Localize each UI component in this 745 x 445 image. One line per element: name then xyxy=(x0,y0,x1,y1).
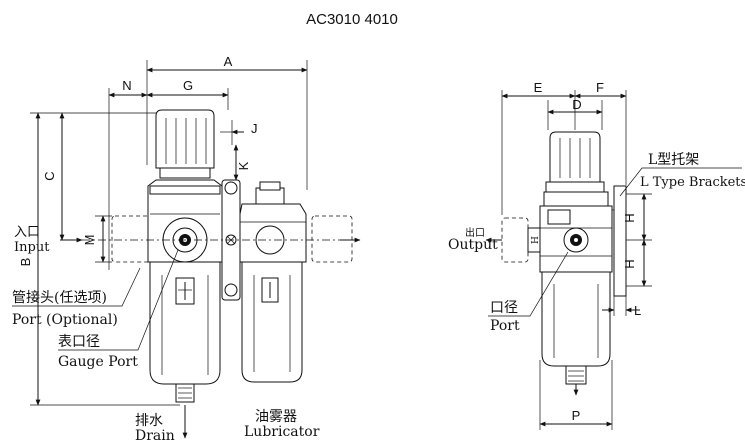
dimension-label-l: L xyxy=(634,303,641,318)
dimension-j: J xyxy=(220,120,258,145)
dimension-label-n: N xyxy=(122,78,131,93)
drawing-title: AC3010 4010 xyxy=(306,11,398,28)
dimension-label-p: P xyxy=(572,408,581,423)
dimension-label-k: K xyxy=(236,161,251,170)
l-type-bracket xyxy=(612,185,627,297)
dimension-f: F xyxy=(574,80,627,99)
side-body xyxy=(539,191,613,273)
dimension-label-j: J xyxy=(251,121,258,136)
outlet-label-cn: 出口 xyxy=(465,226,485,239)
dimension-c: C xyxy=(42,112,65,241)
inlet-label-en: Input xyxy=(14,240,50,255)
dimension-m: M xyxy=(82,215,106,263)
outlet-label-en: Output xyxy=(448,237,498,253)
dimension-h-lower: H xyxy=(622,239,647,287)
filter-regulator-body xyxy=(147,179,223,263)
dimension-label-h-lower: H xyxy=(622,259,637,268)
dimension-b: B xyxy=(18,112,41,406)
dimension-label-b: B xyxy=(18,258,33,267)
gauge-port-label-cn: 表口径 xyxy=(58,334,100,350)
filter-bowl xyxy=(149,261,221,403)
bracket-label-cn: L型托架 xyxy=(648,152,699,168)
front-view: A N G J K B xyxy=(12,54,361,444)
bracket-label-en: L Type Brackets xyxy=(640,175,745,190)
dimension-a: A xyxy=(146,54,308,73)
dimension-p: P xyxy=(539,408,613,427)
dimension-g: G xyxy=(146,78,229,98)
dimension-d: D xyxy=(547,97,603,115)
dimension-e: E xyxy=(501,80,576,99)
side-bowl xyxy=(541,271,611,396)
inlet-label-cn: 入口 xyxy=(14,225,40,240)
dimension-k: K xyxy=(233,144,251,181)
gauge-port-label-en: Gauge Port xyxy=(58,354,138,370)
port-label-en: Port xyxy=(490,318,520,334)
side-view: E F D xyxy=(448,80,745,430)
dimension-h-upper: H xyxy=(622,193,647,241)
dimension-label-a: A xyxy=(224,54,233,69)
dimension-label-h-upper: H xyxy=(622,213,637,222)
port-optional-label-en: Port (Optional) xyxy=(12,312,118,328)
dimension-label-f: F xyxy=(596,80,604,95)
lubricator-label-cn: 油雾器 xyxy=(255,409,297,425)
dimension-l: L xyxy=(602,296,641,318)
dimension-label-e: E xyxy=(534,80,543,95)
lubricator xyxy=(239,181,307,383)
lubricator-label-en: Lubricator xyxy=(244,424,320,440)
drain-label-en: Drain xyxy=(135,428,175,444)
dimension-label-c: C xyxy=(42,171,57,180)
dimension-label-d: D xyxy=(572,97,581,112)
dimension-label-g: G xyxy=(183,78,193,93)
svg-text:H: H xyxy=(531,236,541,244)
drain-label-cn: 排水 xyxy=(135,413,163,429)
port-optional-label-cn: 管接头(任选项) xyxy=(12,289,107,306)
dimension-n: N xyxy=(108,78,148,98)
port-label-cn: 口径 xyxy=(490,300,518,316)
regulator-knob xyxy=(155,109,215,179)
side-knob xyxy=(545,131,605,193)
